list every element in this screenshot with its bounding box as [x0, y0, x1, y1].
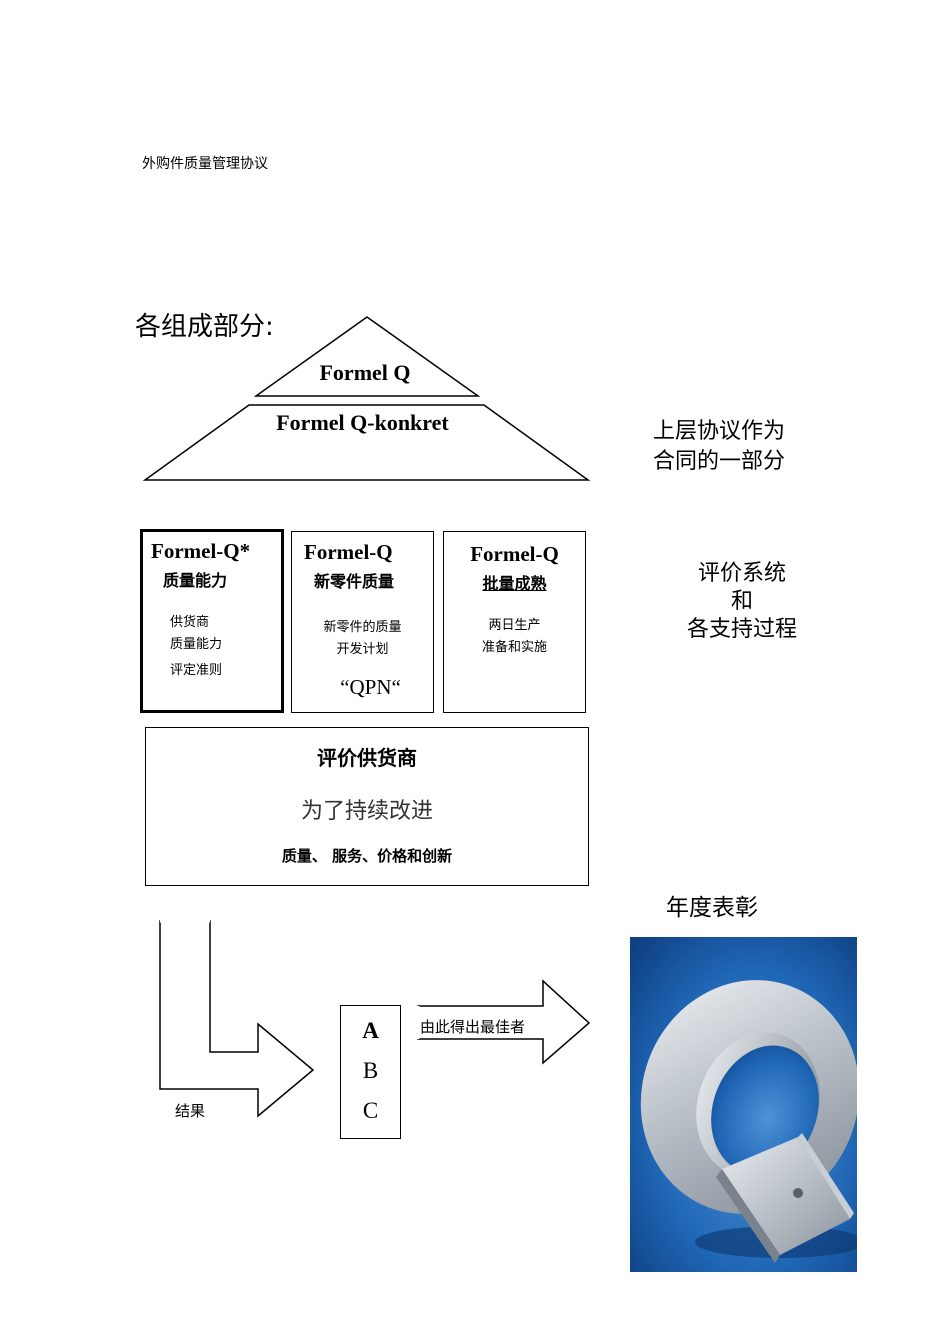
module-line: 新零件的质量	[292, 616, 433, 635]
supplier-box-criteria: 质量、 服务、价格和创新	[146, 845, 588, 866]
evaluation-note-line-3: 各支持过程	[670, 616, 814, 644]
pyramid-top-label: Formel Q	[290, 360, 440, 386]
module-title: Formel-Q	[304, 540, 393, 565]
supplier-box-subtitle: 为了持续改进	[146, 793, 588, 825]
module-line: 开发计划	[292, 638, 433, 657]
grade-b: B	[341, 1058, 400, 1084]
side-note-line-1: 上层协议作为	[653, 417, 785, 447]
module-line: 准备和实施	[444, 636, 585, 655]
pyramid-bottom-label: Formel Q-konkret	[240, 410, 485, 436]
grade-box: A B C	[340, 1005, 401, 1139]
module-line: 两日生产	[444, 614, 585, 633]
module-box-series-maturity: Formel-Q 批量成熟 两日生产 准备和实施	[443, 531, 586, 713]
module-subtitle: 批量成熟	[444, 570, 585, 594]
trophy-photo	[630, 937, 857, 1272]
supplier-box-title: 评价供货商	[146, 742, 588, 771]
best-arrow-label: 由此得出最佳者	[420, 1016, 525, 1037]
module-line: 评定准则	[170, 659, 222, 678]
trophy-illustration	[630, 937, 857, 1272]
result-arrow-outer	[160, 921, 313, 1116]
module-title: Formel-Q*	[151, 539, 250, 564]
evaluation-note-line-1: 评价系统	[670, 560, 814, 588]
module-title: Formel-Q	[444, 542, 585, 567]
supplier-evaluation-box: 评价供货商 为了持续改进 质量、 服务、价格和创新	[145, 727, 589, 886]
pyramid-side-note: 上层协议作为 合同的一部分	[653, 417, 785, 477]
module-box-quality-capability: Formel-Q* 质量能力 供货商 质量能力 评定准则	[140, 529, 284, 713]
side-note-line-2: 合同的一部分	[653, 447, 785, 477]
module-subtitle: 质量能力	[163, 567, 227, 591]
result-label: 结果	[175, 1100, 205, 1121]
grade-a: A	[341, 1018, 400, 1044]
grade-c: C	[341, 1098, 400, 1124]
evaluation-note-line-2: 和	[670, 588, 814, 616]
module-subtitle: 新零件质量	[314, 568, 394, 592]
module-line: 供货商	[170, 611, 209, 630]
module-qpn-label: “QPN“	[292, 675, 449, 700]
evaluation-system-note: 评价系统 和 各支持过程	[670, 560, 814, 644]
module-box-new-parts-quality: Formel-Q 新零件质量 新零件的质量 开发计划 “QPN“	[291, 531, 434, 713]
annual-award-label: 年度表彰	[666, 888, 758, 922]
module-line: 质量能力	[170, 633, 222, 652]
